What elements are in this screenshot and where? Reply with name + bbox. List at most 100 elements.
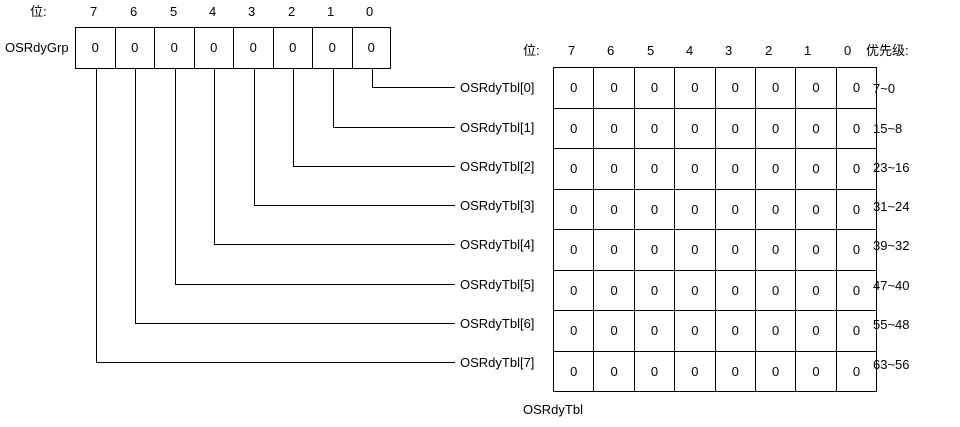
table-caption: OSRdyTbl [523,402,583,417]
table-cell: 0 [835,350,878,392]
priority-range: 31~24 [873,199,910,214]
table-cell: 0 [754,188,797,230]
table-cell: 0 [593,67,635,109]
table-cell: 0 [714,269,756,311]
table-cell: 0 [552,148,595,190]
tbl-row-label: OSRdyTbl[6] [460,316,535,331]
priority-range: 47~40 [873,278,910,293]
table-cell: 0 [633,188,676,230]
tbl-row-label: OSRdyTbl[1] [460,120,535,135]
tbl-bit-label: 位: [523,43,540,58]
table-cell: 0 [714,67,756,109]
grp-name: OSRdyGrp [5,40,69,55]
table-cell: 0 [633,148,676,190]
table-cell: 0 [674,269,716,311]
tbl-bit-7: 7 [568,43,576,58]
priority-range: 39~32 [873,238,910,253]
table-cell: 0 [593,310,635,352]
tbl-row-label: OSRdyTbl[3] [460,198,535,213]
grp-register: 0 0 0 0 0 0 0 0 [75,27,391,69]
table-cell: 0 [593,107,635,149]
tbl-row-label: OSRdyTbl[0] [460,80,535,95]
table-cell: 0 [674,107,716,149]
table-cell: 0 [754,148,797,190]
grp-bit-2: 2 [288,4,296,19]
priority-range: 55~48 [873,317,910,332]
connector-line [96,69,455,363]
grp-cell: 0 [351,27,391,69]
table-cell: 0 [754,350,797,392]
table-cell: 0 [714,188,756,230]
connector-line [372,69,455,88]
table-cell: 0 [754,310,797,352]
table-cell: 0 [714,107,756,149]
table-cell: 0 [714,350,756,392]
tbl-bit-6: 6 [607,43,615,58]
connector-line [135,69,455,324]
connector-line [293,69,455,167]
grp-cell: 0 [312,27,352,69]
table-cell: 0 [754,107,797,149]
table-cell: 0 [795,67,837,109]
tbl-bit-1: 1 [804,43,812,58]
table-cell: 0 [593,350,635,392]
table-cell: 0 [633,269,676,311]
priority-range: 15~8 [873,121,903,136]
tbl-bit-5: 5 [647,43,655,58]
table-cell: 0 [552,188,595,230]
grp-bit-4: 4 [209,4,217,19]
grp-bit-label: 位: [30,4,47,19]
table-cell: 0 [795,148,837,190]
tbl-row-label: OSRdyTbl[2] [460,159,535,174]
table-cell: 0 [674,148,716,190]
connector-line [333,69,455,128]
table-cell: 0 [674,229,716,271]
table-cell: 0 [552,67,595,109]
table-cell: 0 [593,188,635,230]
table-cell: 0 [633,229,676,271]
tbl-row-label: OSRdyTbl[5] [460,277,535,292]
priority-range: 63~56 [873,357,910,372]
grp-cell: 0 [75,27,115,69]
table-cell: 0 [633,107,676,149]
table-cell: 0 [674,188,716,230]
connector-line [175,69,455,285]
connector-line [214,69,455,245]
tbl-bit-3: 3 [725,43,733,58]
tbl-row-label: OSRdyTbl[7] [460,355,535,370]
table-cell: 0 [552,107,595,149]
grp-cell: 0 [193,27,233,69]
tbl-bit-2: 2 [765,43,773,58]
table-cell: 0 [552,229,595,271]
table-cell: 0 [633,350,676,392]
priority-label: 优先级: [866,43,909,58]
table-cell: 0 [633,67,676,109]
grp-bit-0: 0 [366,4,374,19]
table-cell: 0 [835,107,878,149]
table-cell: 0 [714,148,756,190]
table-cell: 0 [795,269,837,311]
table-cell: 0 [754,67,797,109]
tbl-row-label: OSRdyTbl[4] [460,237,535,252]
grp-cell: 0 [272,27,312,69]
grp-cell: 0 [114,27,154,69]
table-cell: 0 [835,188,878,230]
table-cell: 0 [593,229,635,271]
table-cell: 0 [795,107,837,149]
priority-range: 7~0 [873,81,896,96]
table-cell: 0 [714,229,756,271]
grp-bit-3: 3 [248,4,256,19]
table-cell: 0 [593,269,635,311]
table-cell: 0 [552,310,595,352]
table-cell: 0 [795,229,837,271]
table-cell: 0 [835,148,878,190]
